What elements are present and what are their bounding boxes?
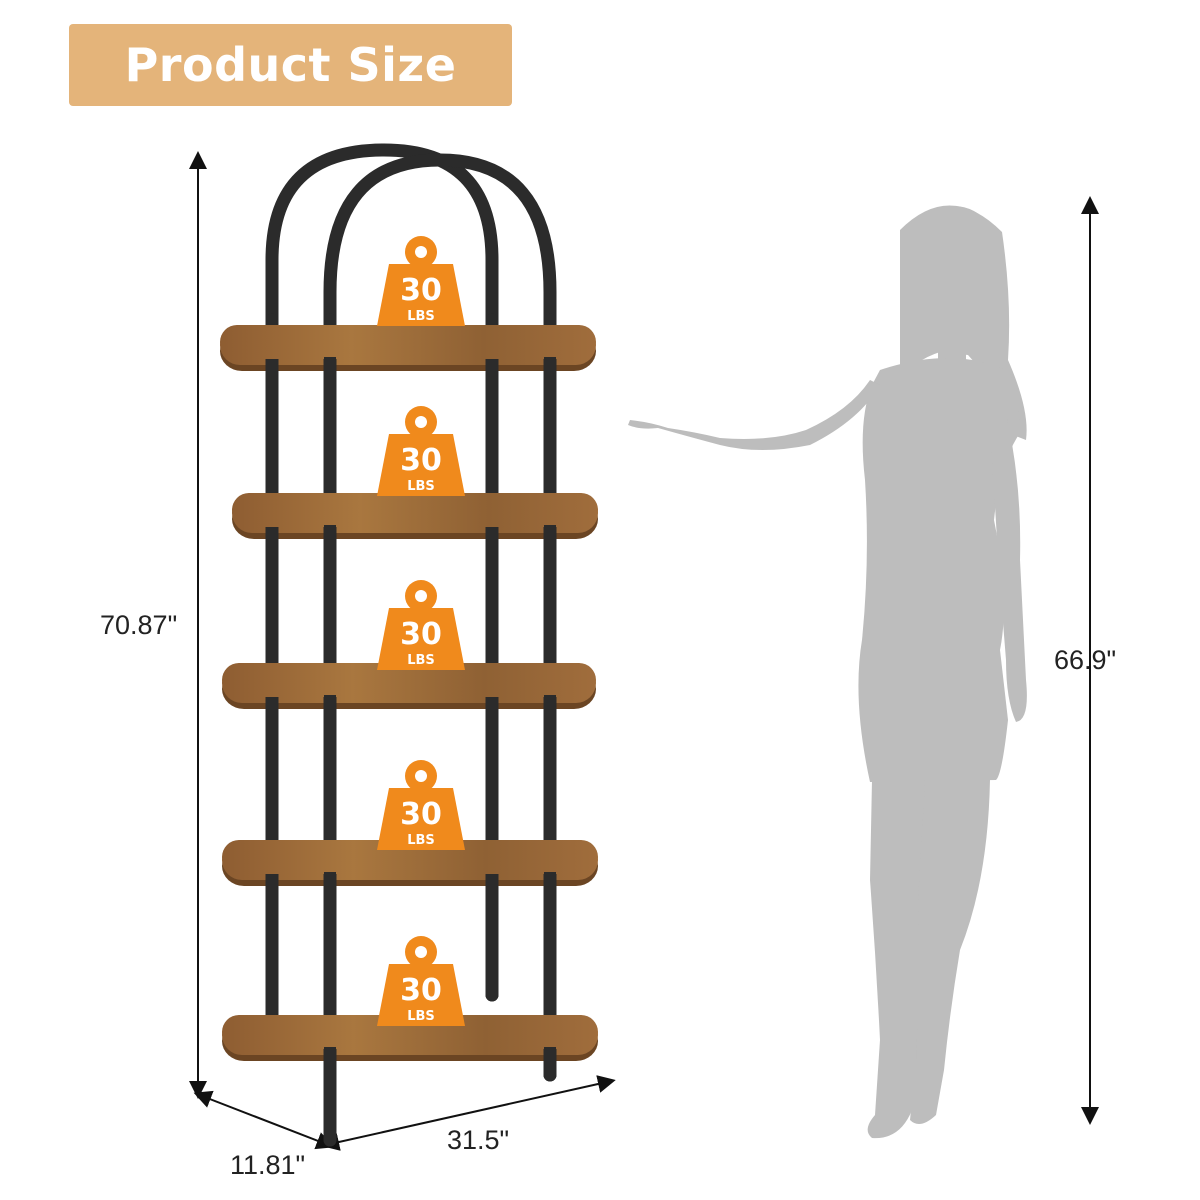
height-label: 70.87": [100, 610, 178, 640]
leg-joint: [544, 872, 556, 888]
width-dimension-line: [321, 1075, 616, 1151]
weight-icon: [377, 608, 465, 670]
weight-icon: [377, 434, 465, 496]
shelf-surface: [222, 840, 598, 874]
weight-ring-hole: [415, 590, 427, 602]
leg-joint: [324, 525, 336, 541]
leg-joint: [544, 1047, 556, 1063]
weight-icon: [377, 788, 465, 850]
depth-label: 11.81": [230, 1150, 306, 1180]
leg-joint: [544, 695, 556, 711]
weight-value: 30: [400, 617, 442, 652]
dimension-lines: [189, 151, 1099, 1151]
weight-ring-hole: [415, 946, 427, 958]
leg-joint: [544, 357, 556, 373]
width-label: 31.5": [447, 1125, 510, 1155]
depth-dimension-line: [193, 1090, 335, 1150]
woman-silhouette: [628, 205, 1027, 1139]
weight-ring-hole: [415, 416, 427, 428]
shelf-surface: [222, 1015, 598, 1049]
person-height-label: 66.9": [1054, 645, 1117, 675]
weight-value: 30: [400, 973, 442, 1008]
weight-value: 30: [400, 797, 442, 832]
weight-unit: LBS: [407, 479, 435, 494]
weight-value: 30: [400, 273, 442, 308]
weight-unit: LBS: [407, 653, 435, 668]
leg-joint: [324, 872, 336, 888]
weight-icon: [377, 264, 465, 326]
leg-joint: [324, 1047, 336, 1063]
weight-ring-hole: [415, 770, 427, 782]
title-badge: Product Size: [69, 24, 512, 106]
weight-value: 30: [400, 443, 442, 478]
leg-joint: [324, 695, 336, 711]
page-title: Product Size: [124, 38, 457, 92]
weight-unit: LBS: [407, 833, 435, 848]
shelf-frame-back: [265, 143, 557, 1147]
weight-unit: LBS: [407, 1009, 435, 1024]
weight-ring-hole: [415, 246, 427, 258]
shelf-surface: [222, 663, 596, 697]
leg-joint: [544, 525, 556, 541]
leg-joint: [324, 357, 336, 373]
weight-unit: LBS: [407, 309, 435, 324]
shelf-surface: [220, 325, 596, 359]
weight-icon: [377, 964, 465, 1026]
shelf-surface: [232, 493, 598, 527]
